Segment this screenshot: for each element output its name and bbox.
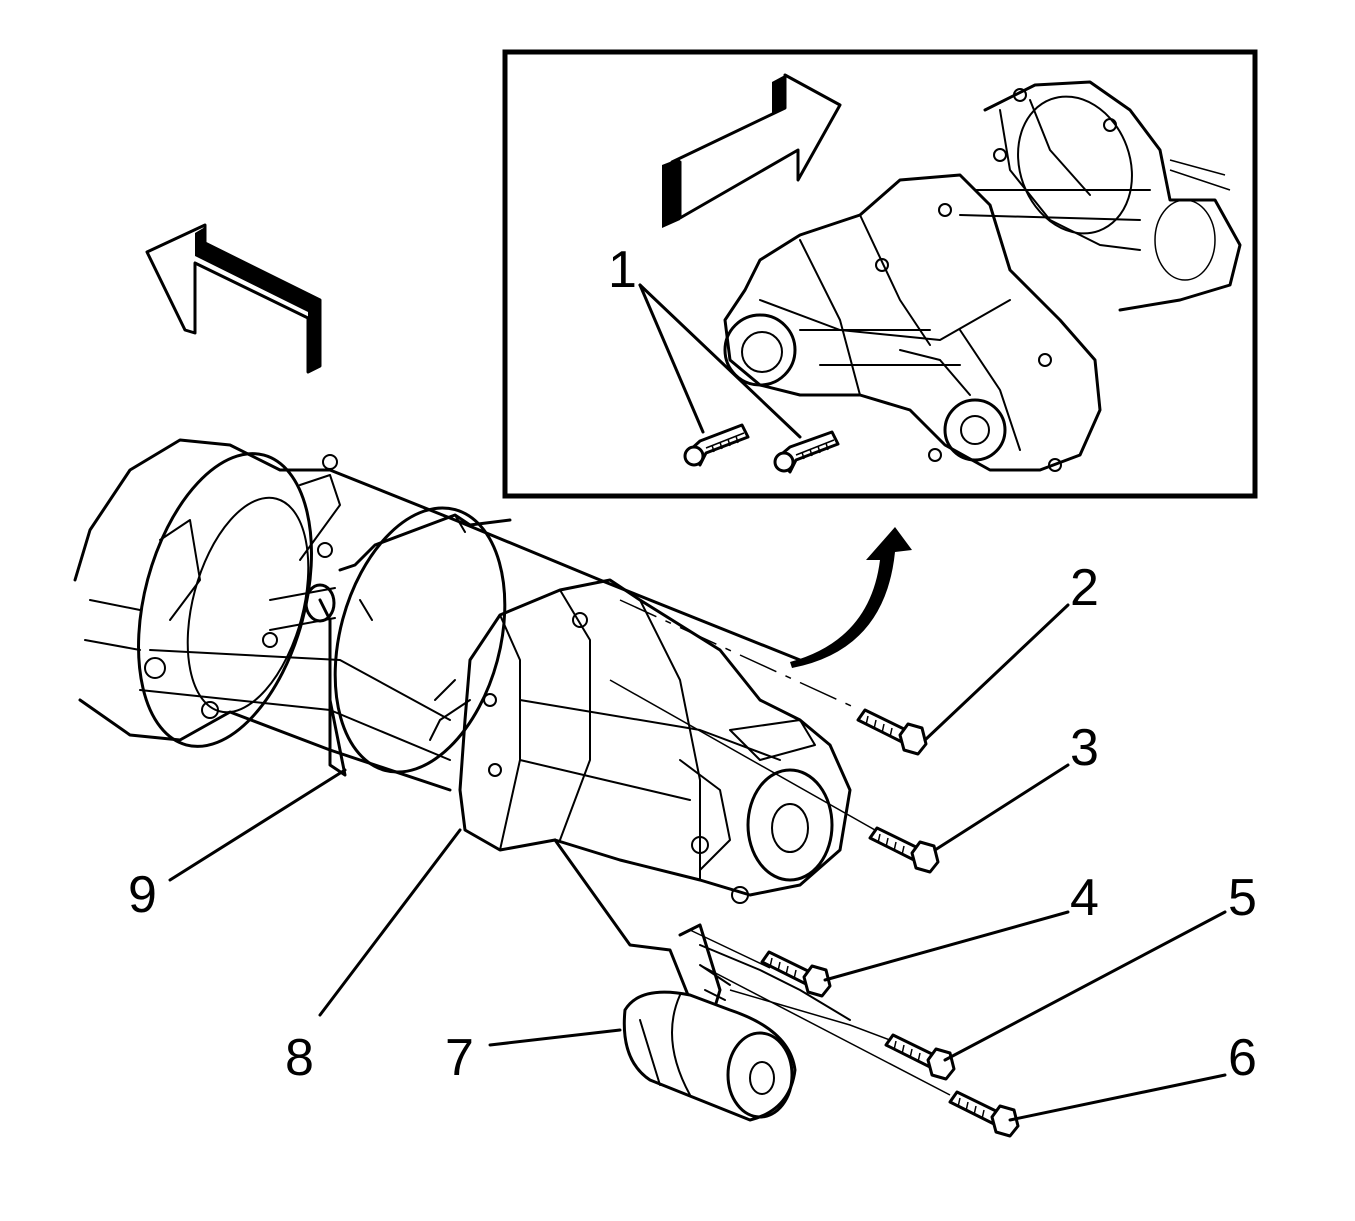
detail-curved-arrow	[790, 527, 912, 668]
transmission-assembly	[73, 438, 802, 792]
leader-line-5	[943, 910, 1227, 1062]
bolt-4	[760, 950, 832, 998]
front-direction-arrow-inset	[662, 73, 842, 228]
callout-1: 1	[608, 241, 637, 299]
callout-9: 9	[128, 866, 157, 924]
callout-5: 5	[1228, 869, 1257, 927]
bolt-3	[868, 826, 940, 874]
inset-transfer-case	[723, 173, 1102, 472]
leader-line-8	[318, 828, 462, 1017]
inset-bolt-left	[683, 423, 750, 467]
leader-line-3	[933, 763, 1070, 852]
bolt-5	[884, 1033, 956, 1081]
callout-2: 2	[1070, 559, 1099, 617]
bolt-2	[856, 708, 928, 756]
insulator-mount	[622, 990, 797, 1122]
inset-bolt-right	[773, 430, 840, 474]
leader-line-1b	[638, 283, 802, 439]
callout-8: 8	[285, 1029, 314, 1087]
bolt-6	[948, 1090, 1020, 1138]
bolt-alignment-lines	[609, 599, 951, 1096]
callout-3: 3	[1070, 719, 1099, 777]
leader-line-9	[168, 768, 347, 882]
leader-line-2	[923, 603, 1070, 742]
leader-line-1a	[638, 283, 705, 434]
leader-line-4	[823, 910, 1070, 982]
callout-6: 6	[1228, 1029, 1257, 1087]
inset-transmission-housing	[959, 80, 1242, 312]
leader-line-6	[1008, 1073, 1227, 1122]
transmission-adapter-seal	[318, 513, 512, 777]
callout-7: 7	[445, 1029, 474, 1087]
front-direction-arrow-main	[145, 223, 322, 374]
callout-4: 4	[1070, 869, 1099, 927]
inset-detail-box: 1	[502, 49, 1258, 499]
leader-line-7	[488, 1028, 622, 1047]
transfer-case-assembly	[429, 578, 852, 904]
